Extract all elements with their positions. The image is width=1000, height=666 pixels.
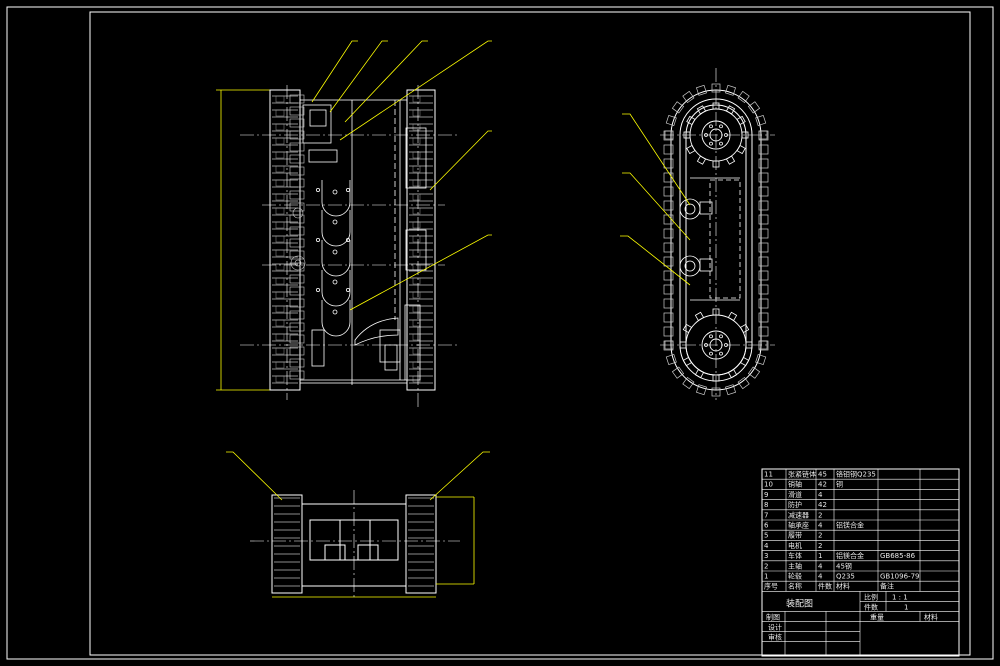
bom-name: 履带 — [788, 532, 802, 540]
bom-material: 铜 — [836, 480, 843, 489]
bom-material: 45钢 — [836, 561, 852, 570]
bom-no: 10 — [764, 481, 773, 489]
bom-no: 8 — [764, 501, 768, 509]
bom-header-name: 名称 — [788, 582, 802, 591]
bom-qty: 1 — [818, 552, 822, 560]
bom-qty: 2 — [818, 532, 822, 540]
drawing-frame — [6, 6, 994, 660]
bom-header-note: 备注 — [880, 582, 894, 591]
drawn-label: 制图 — [766, 612, 780, 621]
chassis-body — [299, 99, 427, 385]
side-view — [620, 68, 775, 400]
bom-qty: 4 — [818, 573, 823, 581]
drawing-name: 装配图 — [786, 597, 813, 609]
bom-qty: 42 — [818, 481, 827, 489]
bom-qty: 42 — [818, 501, 827, 509]
bom-header-material: 材料 — [836, 582, 850, 591]
bom-qty: 4 — [818, 522, 823, 530]
right-track — [406, 89, 436, 391]
bom-material: Q235 — [836, 573, 855, 581]
bom-material: 铝镁合金 — [836, 551, 864, 560]
count-label: 件数 — [864, 602, 878, 611]
bom-header-no: 序号 — [764, 582, 778, 591]
bom-no: 4 — [764, 542, 769, 550]
bom-name: 主轴 — [788, 561, 802, 570]
designer-label: 设计 — [768, 622, 782, 631]
bom-no: 3 — [764, 552, 768, 560]
bom-note: GB685-86 — [880, 552, 916, 560]
bom-qty: 45 — [818, 471, 827, 479]
bom-no: 1 — [764, 573, 768, 581]
bom-name: 张紧链体 — [788, 470, 816, 479]
scale-value: 1 : 1 — [892, 593, 908, 601]
bom-name: 减速器 — [788, 510, 809, 519]
bom-note: GB1096-79 — [880, 573, 919, 581]
scale-label: 比例 — [864, 592, 878, 601]
bom-no: 11 — [764, 471, 773, 479]
front-view — [226, 451, 490, 598]
bom-name: 防护 — [788, 500, 802, 509]
bom-name: 轮毂 — [788, 572, 802, 581]
reviewer-label: 审核 — [768, 632, 782, 641]
top-view-leaders — [311, 40, 492, 311]
bom-no: 7 — [764, 511, 768, 519]
bom-name: 轴承座 — [788, 521, 809, 530]
bom-no: 6 — [764, 522, 769, 530]
bom-qty: 2 — [818, 542, 822, 550]
bom-material: 铬钼钢Q235 — [836, 470, 876, 479]
bom-name: 车体 — [788, 551, 802, 560]
weight-label: 重量 — [870, 613, 884, 621]
bom-no: 2 — [764, 562, 768, 570]
bom-header-qty: 件数 — [818, 582, 832, 591]
bom-qty: 4 — [818, 491, 823, 499]
top-view-centerlines — [240, 85, 460, 410]
count-value: 1 — [904, 603, 908, 611]
bom-no: 9 — [764, 491, 768, 499]
top-view — [216, 40, 492, 410]
bom-qty: 2 — [818, 511, 822, 519]
bom-name: 滑道 — [788, 490, 802, 499]
bom-no: 5 — [764, 532, 768, 540]
left-track — [269, 89, 301, 391]
bom-qty: 4 — [818, 562, 823, 570]
material-label: 材料 — [924, 612, 938, 621]
road-wheels — [679, 177, 741, 301]
bom-name: 电机 — [788, 541, 802, 550]
bom-name: 销轴 — [788, 480, 802, 489]
bom-material: 铝镁合金 — [836, 521, 864, 530]
